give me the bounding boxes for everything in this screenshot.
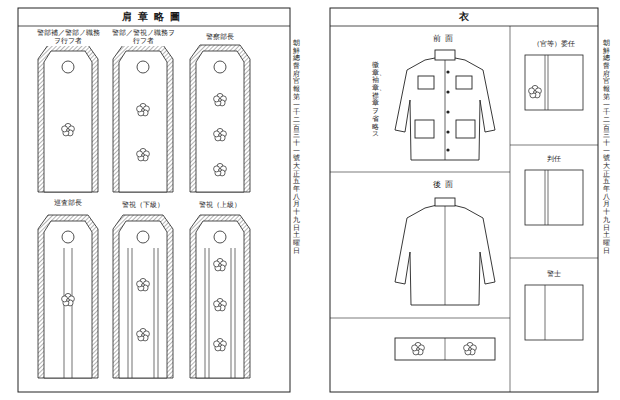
rank-label: 判任 (514, 155, 594, 163)
rank-label: 巡査部長 (36, 199, 100, 207)
rank-label: （官等）委任 (514, 40, 594, 48)
note-text: 徽章、袖章、襟章ヲ省略ス (372, 62, 379, 139)
margin-header: 朝鮮總督府官報 第一千二百三十一號 大正五年八月十九日 土曜日 (293, 40, 300, 255)
rank-label: 警士 (514, 270, 594, 278)
view-label: 前面 (433, 34, 457, 44)
rank-label: 警察部長 (188, 33, 252, 41)
rank-label: 警部／警視ノ職務ヲ行フ者 (111, 29, 175, 46)
rank-label: 警視（下級） (111, 201, 175, 209)
rank-label: 警部補／警部ノ職務ヲ行フ者 (36, 29, 100, 46)
section-heading: 衣 (459, 11, 469, 23)
view-label: 後面 (433, 180, 457, 190)
rank-label: 警視（上級） (188, 201, 252, 209)
margin-header: 朝鮮總督府官報 第一千二百三十一號 大正五年八月十九日 土曜日 (603, 40, 610, 255)
page-title: 肩章略圖 (122, 11, 186, 23)
